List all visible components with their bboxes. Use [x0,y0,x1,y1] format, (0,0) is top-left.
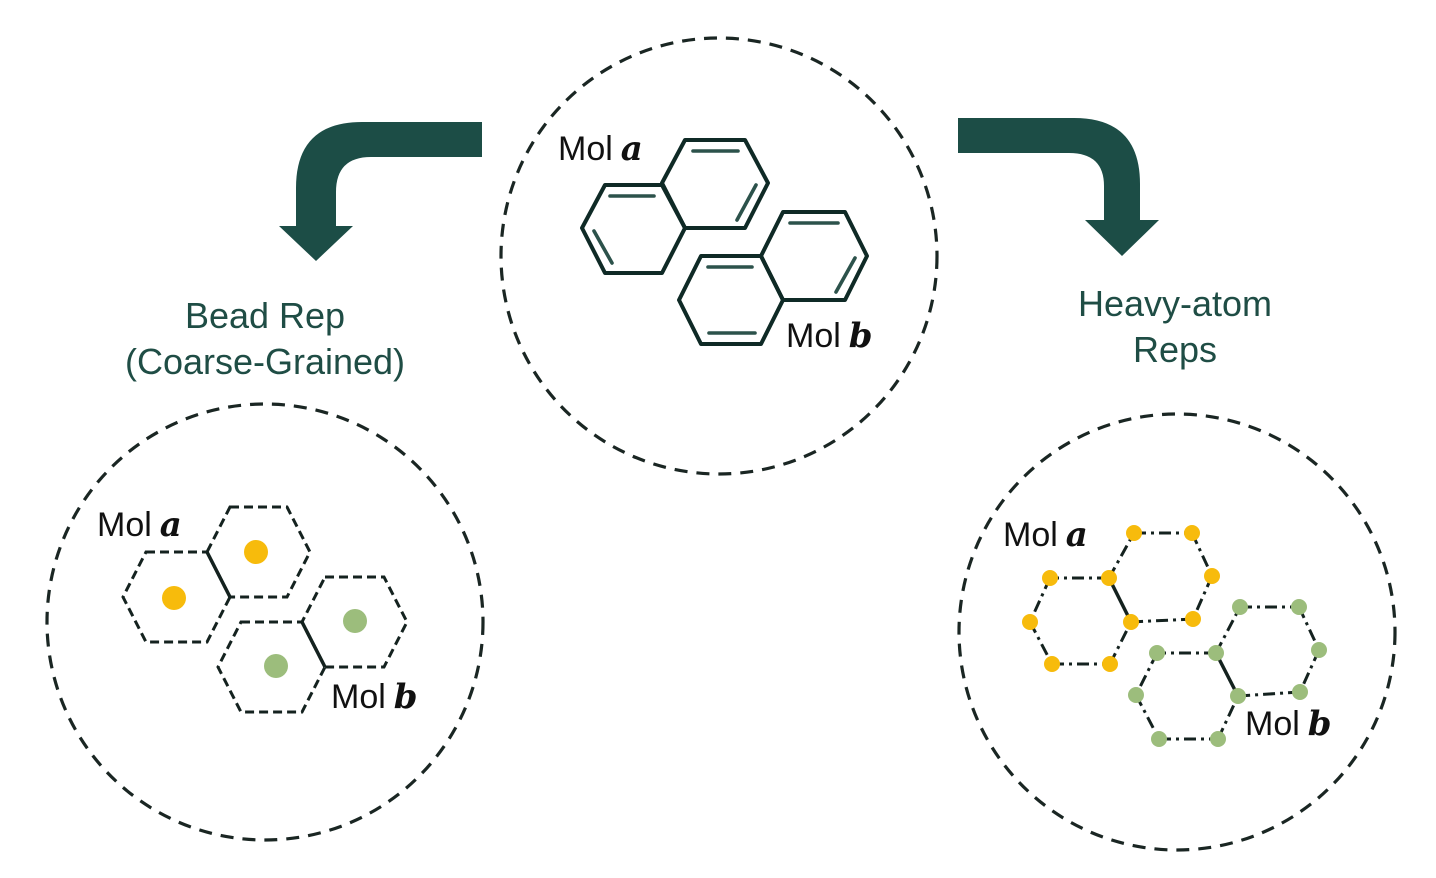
left-circle [45,402,485,842]
bead-mol-b [264,654,288,678]
heavy-atom-title: Heavy-atom [1078,283,1272,324]
heavy-atom-representation [1022,525,1327,747]
bead-mol-a [244,540,268,564]
heavy-atom-mol-b [1128,599,1327,747]
bead-rep-subtitle: (Coarse-Grained) [125,341,405,382]
bead-representation [121,505,409,714]
naphthalene-structure-icon [580,138,869,346]
bead-mol-b [343,609,367,633]
curved-arrow-right-icon [958,118,1159,256]
right-circle [957,412,1397,852]
bead-rep-title: Bead Rep [185,295,345,336]
heavy-atom-mol-a [1022,525,1220,672]
heavy-atom-subtitle: Reps [1133,329,1217,370]
center-circle [499,36,939,476]
bead-mol-a [162,586,186,610]
curved-arrow-left-icon [279,122,482,261]
